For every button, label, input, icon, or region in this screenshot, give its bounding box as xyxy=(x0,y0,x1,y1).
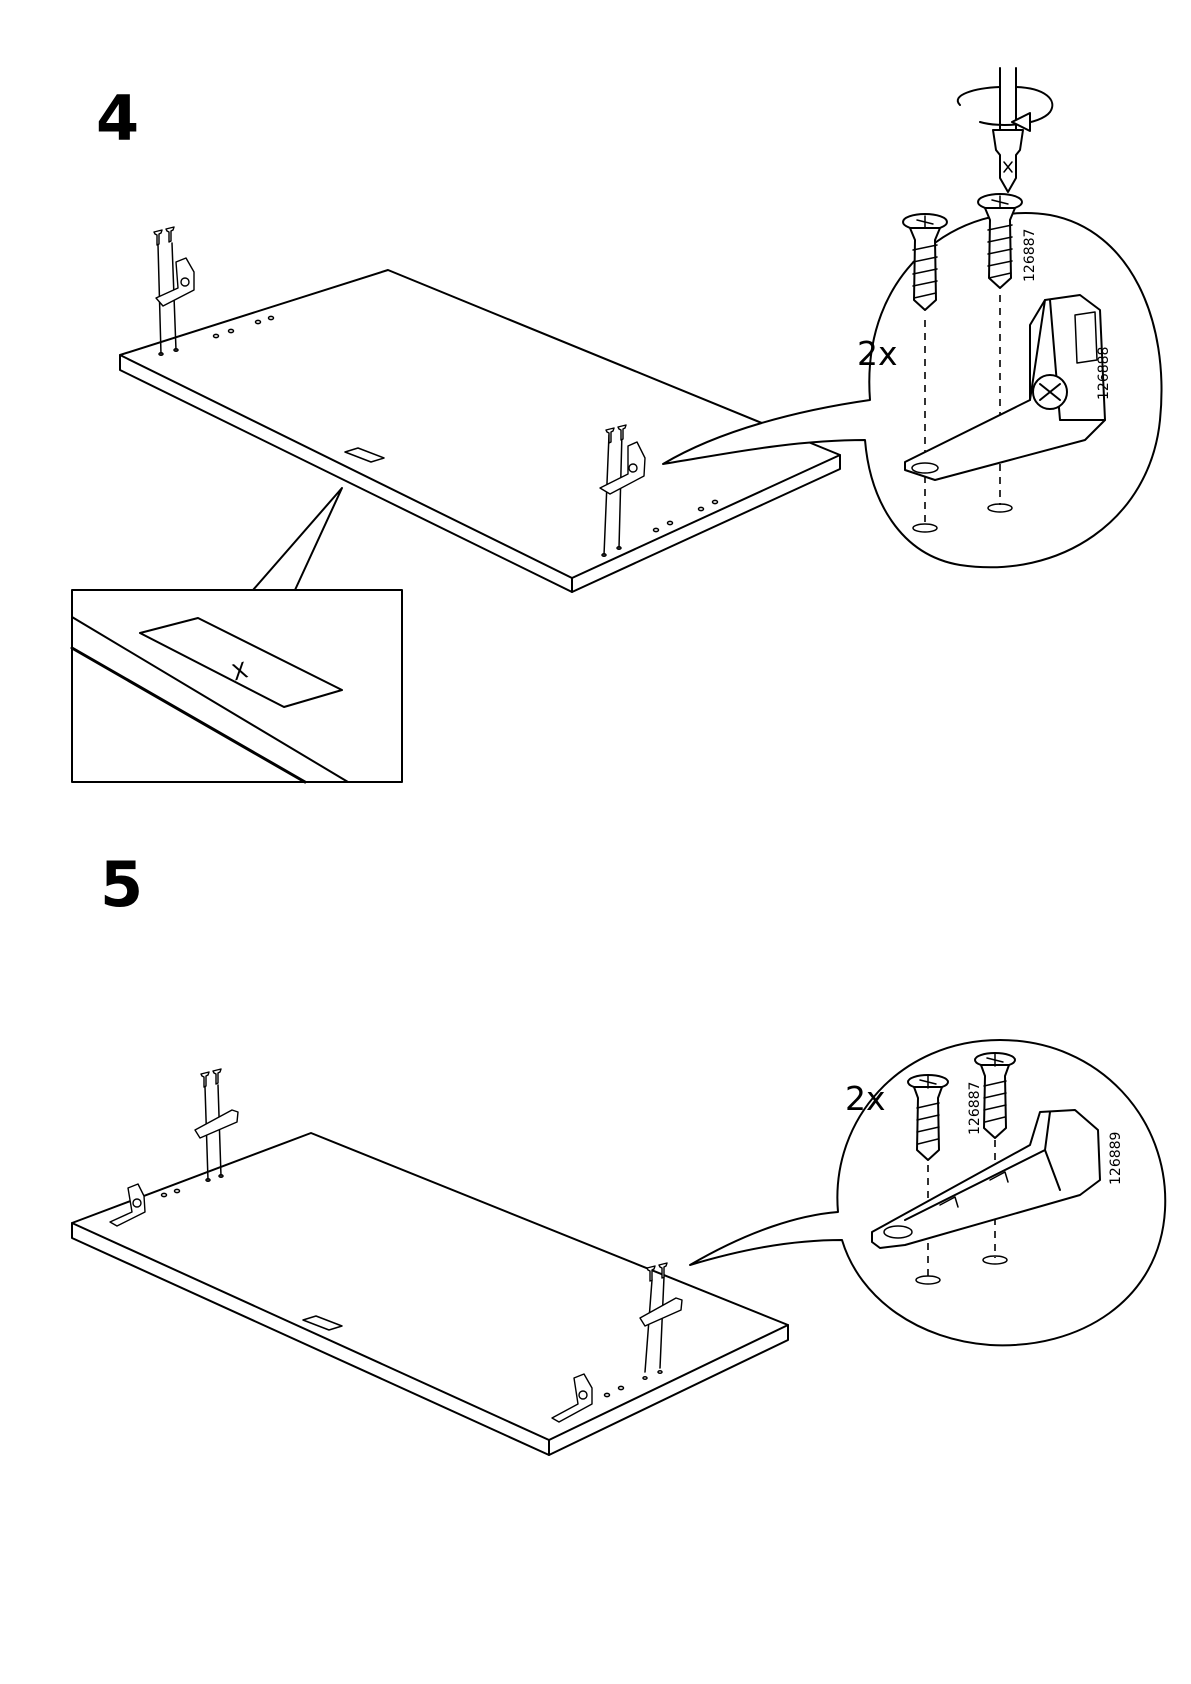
screwdriver-rotate-icon xyxy=(958,68,1053,192)
step-4-panel xyxy=(120,270,840,592)
step-4-zoom-inset: X xyxy=(72,488,402,782)
step-5-part-number-bracket: 126889 xyxy=(1108,1132,1124,1185)
step-4-part-number-screw: 126887 xyxy=(1022,229,1038,282)
step-5-quantity: 2x xyxy=(845,1079,886,1118)
step-5-panel xyxy=(72,1133,788,1455)
step-4-quantity: 2x xyxy=(857,334,898,373)
step-4-part-number-bracket: 126888 xyxy=(1096,347,1112,400)
step-5-part-number-screw: 126887 xyxy=(967,1082,983,1135)
step-5-detail-callout: 2x 126887 xyxy=(690,1040,1165,1345)
